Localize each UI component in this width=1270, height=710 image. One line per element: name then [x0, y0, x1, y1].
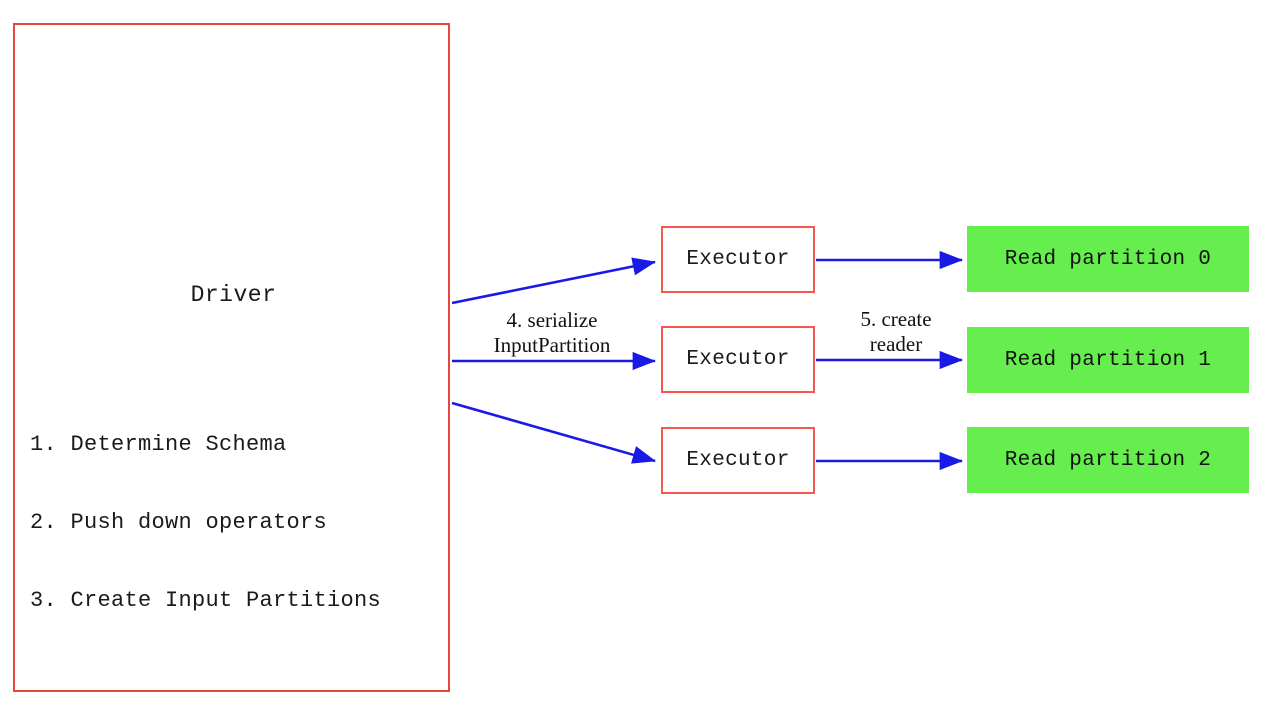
arrow-driver-to-executor-2: [451, 401, 656, 464]
driver-title: Driver: [190, 282, 277, 308]
partition-label-0: Read partition 0: [1004, 247, 1212, 271]
executor-label-1: Executor: [686, 348, 790, 371]
edge-label-create-reader-line-1: 5. create: [860, 307, 932, 331]
arrow-driver-to-executor-0: [451, 257, 657, 305]
driver-step-2: 2. Push down operators: [30, 510, 328, 535]
executor-label-2: Executor: [686, 449, 790, 472]
driver-box: Driver 1. Determine Schema 2. Push down …: [13, 23, 450, 692]
driver-step-3: 3. Create Input Partitions: [30, 588, 382, 613]
edge-label-serialize-line-1: 4. serialize: [506, 308, 598, 332]
driver-steps-list: 1. Determine Schema 2. Push down operato…: [30, 380, 381, 666]
partition-box-2: Read partition 2: [967, 427, 1249, 493]
executor-label-0: Executor: [686, 248, 790, 271]
driver-step-1: 1. Determine Schema: [30, 432, 287, 457]
edge-label-serialize-input-partition: 4. serialize InputPartition: [466, 308, 638, 358]
partition-box-1: Read partition 1: [967, 327, 1249, 393]
partition-label-1: Read partition 1: [1004, 348, 1212, 372]
partition-label-2: Read partition 2: [1004, 448, 1212, 472]
edge-label-serialize-line-2: InputPartition: [493, 333, 611, 357]
edge-label-create-reader-line-2: reader: [869, 332, 923, 356]
partition-box-0: Read partition 0: [967, 226, 1249, 292]
executor-box-2: Executor: [661, 427, 815, 494]
edge-label-create-reader: 5. create reader: [826, 307, 966, 357]
executor-box-1: Executor: [661, 326, 815, 393]
executor-box-0: Executor: [661, 226, 815, 293]
